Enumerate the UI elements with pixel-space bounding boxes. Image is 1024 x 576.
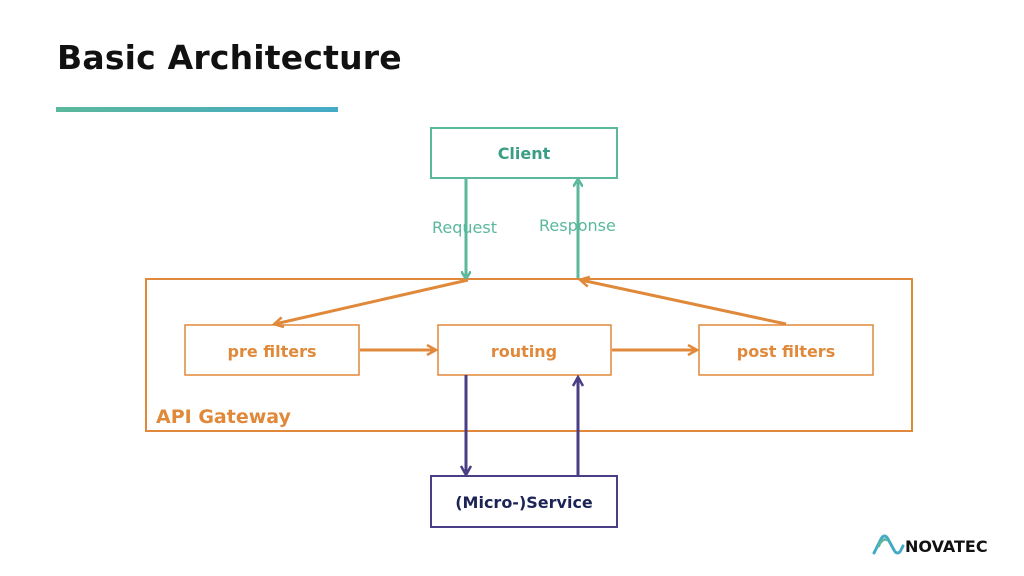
pre-filters-box xyxy=(184,324,360,376)
entry-to-pre-filters-arrow xyxy=(275,278,469,324)
page-title: Basic Architecture xyxy=(57,38,402,77)
request-label: Request xyxy=(432,218,497,237)
response-label: Response xyxy=(539,216,616,235)
title-underline xyxy=(56,107,338,112)
novatec-logo-text: NOVATEC xyxy=(905,537,988,556)
post-filters-to-exit-arrow xyxy=(581,280,787,326)
novatec-logo-icon xyxy=(872,534,905,555)
routing-label: routing xyxy=(491,342,557,361)
api-gateway-label: API Gateway xyxy=(156,406,291,428)
service-label: (Micro-)Service xyxy=(455,493,593,512)
post-filters-box xyxy=(698,324,874,376)
client-label: Client xyxy=(498,144,551,163)
novatec-logo: NOVATEC xyxy=(872,534,988,556)
pre-filters-label: pre filters xyxy=(227,342,316,361)
api-gateway-box xyxy=(145,278,913,432)
client-box xyxy=(430,127,618,179)
service-box xyxy=(430,475,618,528)
post-filters-label: post filters xyxy=(737,342,835,361)
routing-box xyxy=(437,324,612,376)
